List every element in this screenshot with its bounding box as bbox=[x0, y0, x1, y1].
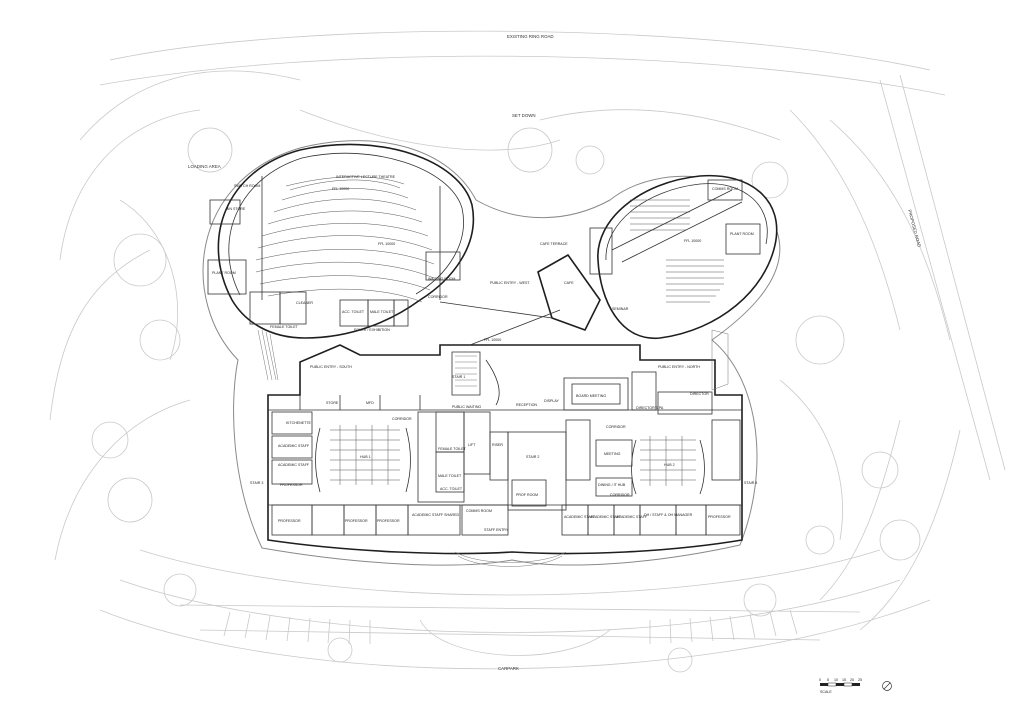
scale-tick-3: 15 bbox=[842, 678, 846, 682]
label-ffl-center: FFL 10000 bbox=[484, 338, 501, 342]
label-cleaner: CLEANER bbox=[296, 301, 313, 305]
label-director-pa: DIRECTOR'S PA bbox=[636, 406, 664, 410]
label-academic-staff-4: ACADEMIC STAFF bbox=[590, 515, 622, 519]
label-hub-1: HUB 1 bbox=[360, 455, 371, 459]
label-acc-toilet-west: ACC. TOILET bbox=[342, 310, 365, 314]
label-female-toilet-west: FEMALE TOILET bbox=[270, 325, 299, 329]
label-acc-toilet: ACC. TOILET bbox=[440, 487, 463, 491]
label-comms-room: COMMS ROOM bbox=[466, 509, 492, 513]
label-ffl-2: FFL 10000 bbox=[378, 242, 395, 246]
label-professor-5: PROFESSOR bbox=[708, 515, 731, 519]
label-dining: DINING / IT HUB bbox=[598, 483, 626, 487]
label-public-entry-west: PUBLIC ENTRY - WEST bbox=[490, 281, 530, 285]
scale-label: SCALE bbox=[820, 690, 832, 694]
label-corridor-1: CORRIDOR bbox=[392, 417, 412, 421]
label-professor-3: PROFESSOR bbox=[345, 519, 368, 523]
site-labels: EXISTING RING ROAD SET DOWN LOADING AREA… bbox=[188, 34, 922, 671]
site-context bbox=[49, 30, 1006, 673]
label-waiting-room: WAITING ROOM bbox=[428, 277, 455, 281]
foyer-area bbox=[439, 301, 713, 415]
east-labels: PLANT ROOM COMMS ROOM SEMINAR FFL 10000 bbox=[612, 187, 754, 311]
label-store: STORE bbox=[326, 401, 339, 405]
label-male-toilet: MALE TOILET bbox=[438, 474, 462, 478]
label-cafe-terrace: CAFE TERRACE bbox=[540, 242, 568, 246]
label-loading-area: LOADING AREA bbox=[188, 164, 221, 169]
landscape-hatch bbox=[257, 329, 729, 567]
label-corridor-2: CORRIDOR bbox=[606, 425, 626, 429]
label-meeting: MEETING bbox=[604, 452, 621, 456]
label-corridor-top: CORRIDOR bbox=[428, 295, 448, 299]
label-stair-2: STAIR 2 bbox=[526, 455, 539, 459]
label-public-entry-south: PUBLIC ENTRY - SOUTH bbox=[310, 365, 352, 369]
scale-tick-4: 20 bbox=[850, 678, 854, 682]
label-staff-entry: STAFF ENTRY bbox=[484, 528, 509, 532]
scale-tick-2: 10 bbox=[834, 678, 838, 682]
label-lecture-theatre: INTERACTIVE LECTURE THEATRE bbox=[336, 175, 396, 179]
label-proposed-road: PROPOSED ROAD bbox=[907, 209, 922, 248]
office-labels: KITCHENETTE ACADEMIC STAFF ACADEMIC STAF… bbox=[250, 392, 757, 532]
label-display: DISPLAY bbox=[544, 399, 560, 403]
label-plant-room-east: PLANT ROOM bbox=[730, 232, 754, 236]
label-plant-room-west: PLANT ROOM bbox=[212, 271, 236, 275]
scale-bar: 0 5 10 15 20 25 SCALE bbox=[819, 678, 862, 694]
label-kitchenette: KITCHENETTE bbox=[286, 421, 312, 425]
label-professor-1: PROFESSOR bbox=[280, 483, 303, 487]
label-cafe: CAFE bbox=[564, 281, 574, 285]
label-ffl-east: FFL 10000 bbox=[684, 239, 701, 243]
label-stair-4: STAIR 4 bbox=[744, 481, 757, 485]
scale-tick-5: 25 bbox=[858, 678, 862, 682]
label-carpark: CARPARK bbox=[498, 666, 519, 671]
label-academic-staff-2: ACADEMIC STAFF bbox=[278, 463, 310, 467]
office-wing bbox=[268, 395, 742, 536]
label-set-down: SET DOWN bbox=[512, 113, 536, 118]
label-female-toilet: FEMALE TOILET bbox=[438, 447, 467, 451]
label-bin-store: BIN STORE bbox=[226, 207, 246, 211]
label-professor-2: PROFESSOR bbox=[278, 519, 301, 523]
label-riser: RISER bbox=[492, 443, 503, 447]
label-professor-4: PROFESSOR bbox=[377, 519, 400, 523]
label-public-entry-north: PUBLIC ENTRY - NORTH bbox=[658, 365, 700, 369]
label-hub-2: HUB 2 bbox=[664, 463, 675, 467]
lecture-theatre-seating bbox=[255, 176, 441, 303]
carpark-stalls bbox=[223, 609, 798, 645]
label-academic-staff-5: ACADEMIC STAFF bbox=[616, 515, 648, 519]
label-academic-shared: ACADEMIC STAFF SHARED bbox=[412, 513, 459, 517]
label-comms-room-east: COMMS ROOM bbox=[712, 187, 738, 191]
scale-tick-0: 0 bbox=[819, 678, 821, 682]
label-corridor-3: CORRIDOR bbox=[610, 493, 630, 497]
center-labels: PUBLIC ENTRY - WEST CAFE TERRACE CAFE FO… bbox=[310, 242, 700, 409]
label-academic-staff-1: ACADEMIC STAFF bbox=[278, 444, 310, 448]
label-mfd: MFD bbox=[366, 401, 374, 405]
north-arrow-icon bbox=[882, 681, 892, 691]
label-seminar: SEMINAR bbox=[612, 307, 629, 311]
label-stair-3: STAIR 3 bbox=[250, 481, 263, 485]
label-foyer: FOYER / EXHIBITION bbox=[354, 328, 390, 332]
label-director: DIRECTOR bbox=[690, 392, 709, 396]
west-service-rooms bbox=[207, 199, 461, 327]
label-prof-room: PROF ROOM bbox=[516, 493, 538, 497]
label-dh-manager: DH / STAFF & OH MANAGER bbox=[644, 513, 693, 517]
seminar-tables bbox=[589, 179, 761, 303]
label-male-toilet-west: MALE TOILET bbox=[370, 310, 394, 314]
label-board-meeting: BOARD MEETING bbox=[576, 394, 606, 398]
label-public-waiting: PUBLIC WAITING bbox=[452, 405, 481, 409]
label-reception: RECEPTION bbox=[516, 403, 537, 407]
scale-tick-1: 5 bbox=[827, 678, 829, 682]
label-academic-staff-3: ACADEMIC STAFF bbox=[564, 515, 596, 519]
building-outline bbox=[202, 140, 781, 566]
west-labels: INTERACTIVE LECTURE THEATRE FFL 10000 SW… bbox=[212, 175, 455, 329]
label-stair-1: STAIR 1 bbox=[452, 375, 465, 379]
label-lift: LIFT bbox=[468, 443, 476, 447]
label-ring-road: EXISTING RING ROAD bbox=[507, 34, 554, 39]
label-switch-room: SWITCH ROOM bbox=[234, 184, 260, 188]
label-ffl-1: FFL 10000 bbox=[332, 187, 349, 191]
